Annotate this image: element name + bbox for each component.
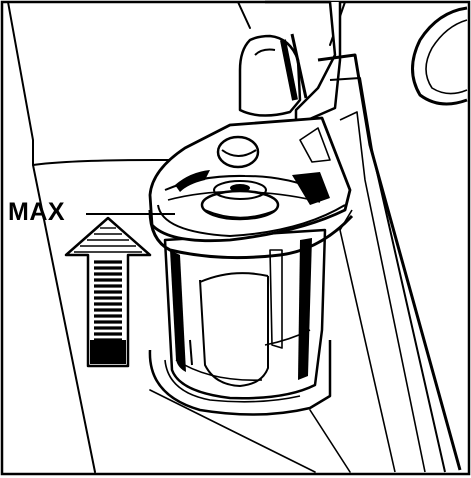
water-spout xyxy=(238,0,342,127)
level-arrow-up-icon xyxy=(64,216,152,368)
housing-panel xyxy=(317,53,462,473)
jug-lid xyxy=(148,116,354,260)
knob-outline xyxy=(411,6,468,106)
max-label: MAX xyxy=(8,198,66,226)
glass-jug xyxy=(163,228,327,400)
